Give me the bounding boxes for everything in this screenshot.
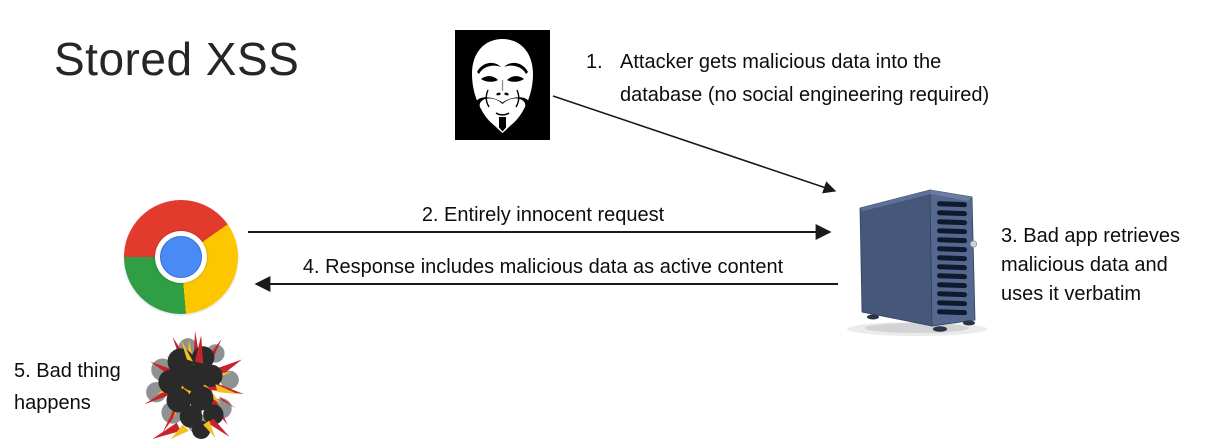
server-tower-svg xyxy=(847,189,987,336)
explosion-icon xyxy=(142,331,244,439)
explosion-svg xyxy=(144,331,244,439)
chrome-blue-center xyxy=(160,236,202,278)
page-title: Stored XSS xyxy=(54,33,300,85)
step-3-text: 3. Bad app retrieves malicious data and … xyxy=(1001,225,1180,305)
step-1-number: 1. xyxy=(586,51,603,73)
step-1-text: 1. Attacker gets malicious data into the… xyxy=(586,46,1004,112)
attacker-mask-icon xyxy=(455,30,550,140)
server-tower-icon xyxy=(845,182,990,340)
chrome-browser-icon xyxy=(124,200,238,314)
step-4-label: 4. Response includes malicious data as a… xyxy=(302,256,784,278)
step-1-body: Attacker gets malicious data into the da… xyxy=(620,51,990,106)
anonymous-mask-svg xyxy=(455,30,550,140)
step-2-label: 2. Entirely innocent request xyxy=(421,204,665,226)
step-5-text: 5. Bad thing happens xyxy=(14,360,121,414)
